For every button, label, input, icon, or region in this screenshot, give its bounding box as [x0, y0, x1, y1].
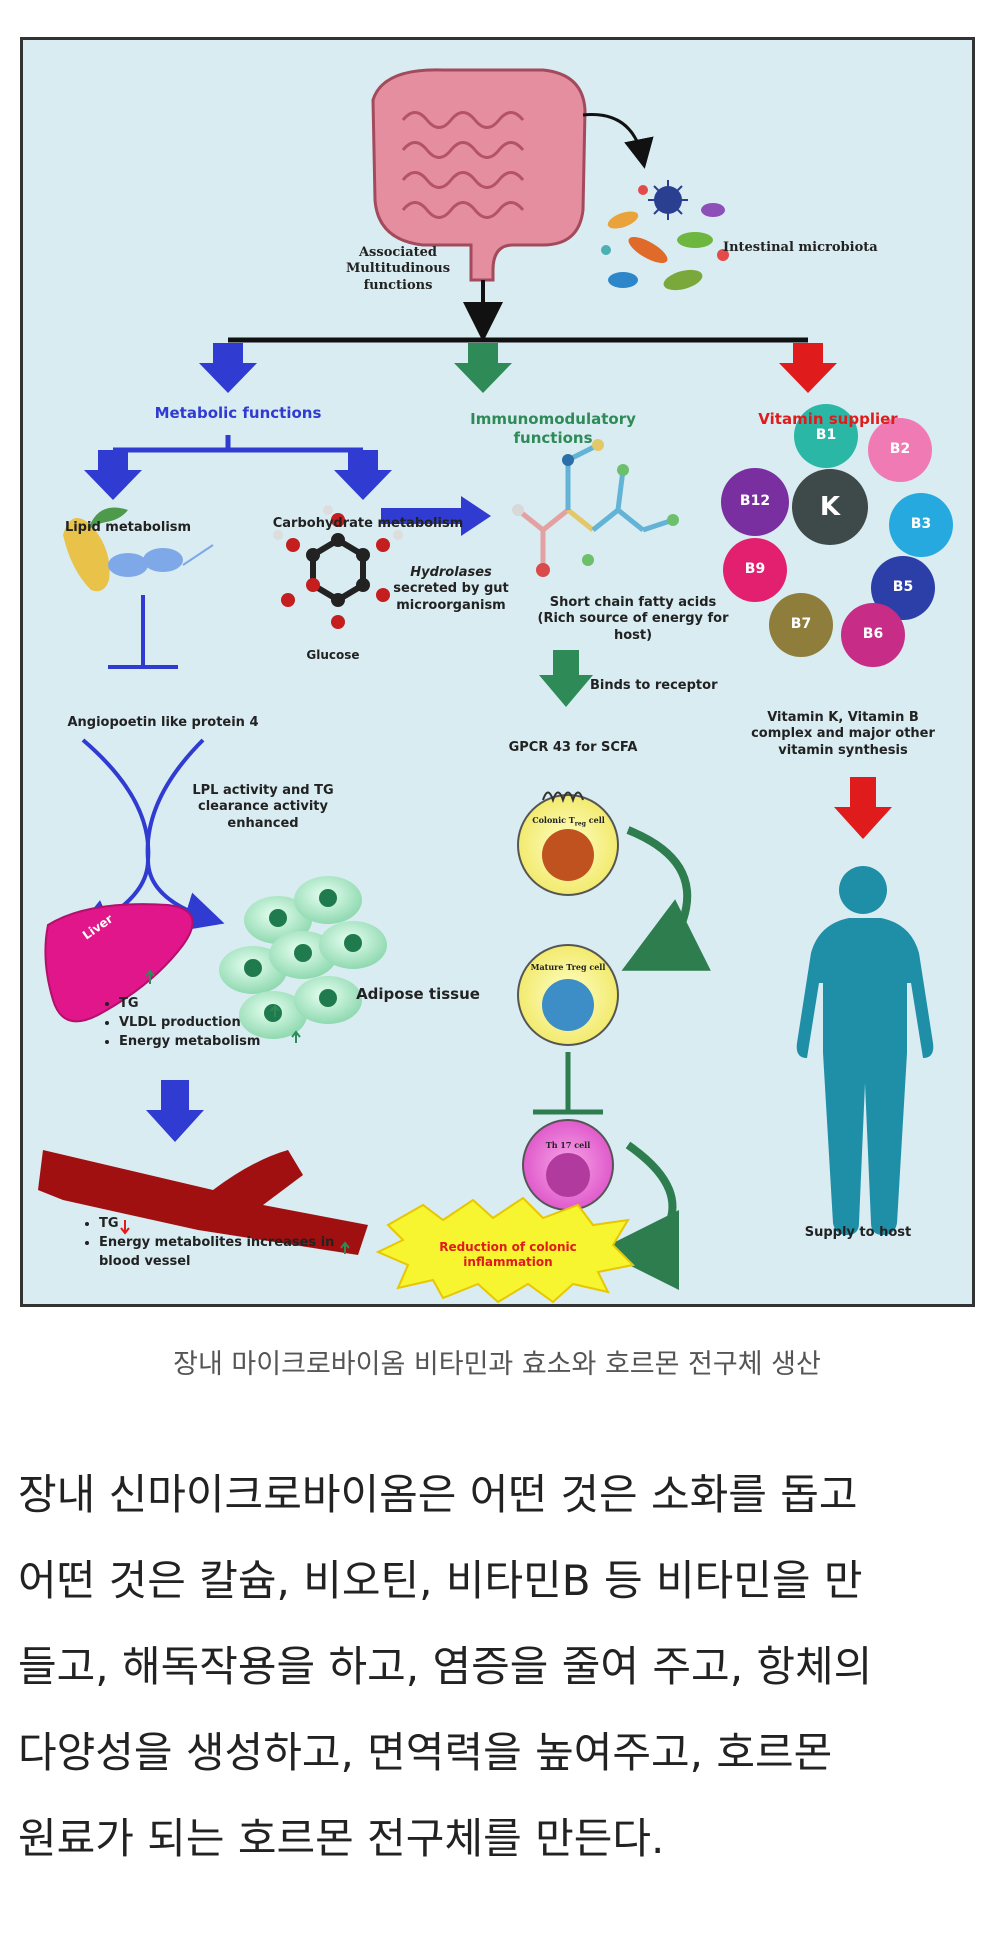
vitamin-b5: B5 — [892, 579, 914, 595]
diagram-graphics — [38, 68, 953, 1304]
carbohydrate-metabolism-label: Carbohydrate metabolism — [272, 516, 464, 531]
paragraph-line: 장내 신마이크로바이옴은 어떤 것은 소화를 돕고 — [18, 1470, 858, 1519]
gpcr-label: GPCR 43 for SCFA — [508, 740, 638, 755]
metabolic-functions-title: Metabolic functions — [154, 404, 322, 422]
blood-vessel-icon — [38, 1150, 368, 1255]
vitamin-supplier-title: Vitamin supplier — [758, 410, 898, 428]
figure-caption: 장내 마이크로바이옴 비타민과 효소와 호르몬 전구체 생산 — [173, 1349, 821, 1380]
vitamin-b1: B1 — [815, 427, 837, 443]
liver-effect-item: Energy metabolism — [119, 1033, 260, 1052]
glucose-molecule-icon — [273, 505, 403, 629]
vitamin-b12: B12 — [739, 493, 771, 509]
vitamin-b3: B3 — [910, 516, 932, 532]
paragraph-line: 들고, 해독작용을 하고, 염증을 줄여 주고, 항체의 — [18, 1642, 873, 1691]
colonic-treg-end: cell — [585, 815, 605, 825]
liver-effect-item: VLDL production — [119, 1014, 260, 1033]
th17-cell — [522, 1119, 614, 1211]
human-body-icon — [796, 866, 934, 1235]
vessel-effect-item: TG — [99, 1215, 359, 1234]
colonic-treg-sub: reg — [574, 820, 586, 828]
paragraph-line: 어떤 것은 칼슘, 비오틴, 비타민B 등 비타민을 만 — [18, 1556, 863, 1605]
immunomodulatory-functions-title: Immunomodulatory functions — [470, 410, 636, 447]
hydrolases-italic: Hydrolases — [410, 565, 492, 580]
vitamin-cluster — [721, 404, 953, 667]
scfa-molecule-icon — [512, 439, 679, 577]
lpl-activity-label: LPL activity and TG clearance activity e… — [192, 783, 334, 831]
binds-receptor-label: Binds to receptor — [590, 678, 718, 693]
mature-treg-cell — [517, 944, 619, 1046]
colonic-treg-text: Colonic T — [532, 815, 575, 825]
colonic-treg-label: Colonic Treg cell — [521, 815, 616, 828]
paragraph-line: 원료가 되는 호르몬 전구체를 만든다. — [18, 1814, 665, 1863]
vitamin-b9: B9 — [744, 561, 766, 577]
lipid-metabolism-label: Lipid metabolism — [64, 520, 192, 535]
supply-to-host-label: Supply to host — [804, 1225, 912, 1240]
diagram-figure: Associated Multitudinous functions Intes… — [20, 37, 975, 1307]
scfa-label: Short chain fatty acids (Rich source of … — [537, 595, 729, 643]
glucose-label: Glucose — [306, 648, 360, 662]
microbiota-icon — [601, 180, 729, 291]
intestine-icon — [371, 68, 587, 282]
vitamin-k: K — [819, 492, 841, 522]
adipose-tissue-icon — [219, 876, 387, 1039]
intestinal-microbiota-label: Intestinal microbiota — [723, 240, 878, 255]
angiopoetin-label: Angiopoetin like protein 4 — [67, 715, 259, 730]
vitamin-b7: B7 — [790, 616, 812, 632]
hydrolases-label: Hydrolases secreted by gut microorganism — [385, 565, 517, 614]
paragraph-line: 다양성을 생성하고, 면역력을 높여주고, 호르몬 — [18, 1728, 833, 1777]
vessel-effect-item: Energy metabolites increases in blood ve… — [99, 1234, 359, 1272]
th17-label: Th 17 cell — [545, 1140, 591, 1150]
vitamin-b2: B2 — [889, 441, 911, 457]
liver-icon — [44, 903, 194, 1023]
reduction-inflammation-label: Reduction of colonic inflammation — [439, 1240, 577, 1269]
vitamin-synthesis-label: Vitamin K, Vitamin B complex and major o… — [751, 710, 935, 758]
liver-effects-list: TG VLDL production Energy metabolism — [103, 995, 260, 1052]
inflammation-burst — [375, 1196, 636, 1304]
liver-effect-item: TG — [119, 995, 260, 1014]
vessel-effects-list: TG Energy metabolites increases in blood… — [83, 1215, 359, 1272]
associated-functions-label: Associated Multitudinous functions — [345, 245, 451, 293]
vitamin-b6: B6 — [862, 626, 884, 642]
mature-treg-label: Mature Treg cell — [530, 962, 606, 972]
hydrolases-rest: secreted by gut microorganism — [393, 581, 509, 613]
body-paragraph: 장내 신마이크로바이옴은 어떤 것은 소화를 돕고 어떤 것은 칼슘, 비오틴,… — [18, 1452, 978, 1882]
adipose-tissue-label: Adipose tissue — [356, 985, 480, 1003]
colonic-treg-cell — [517, 791, 619, 896]
